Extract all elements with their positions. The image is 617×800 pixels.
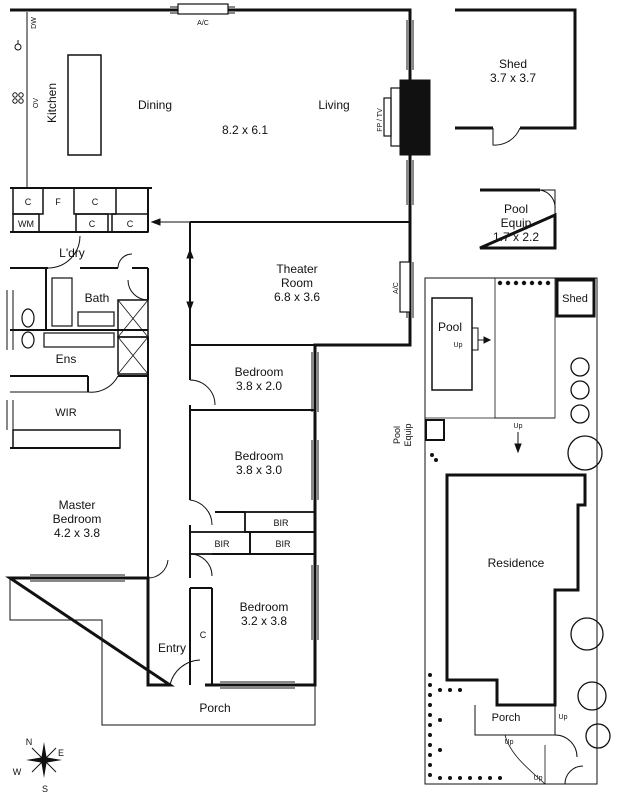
room-labels: Dining Living 8.2 x 6.1 Kitchen DW OV FP…: [18, 17, 400, 715]
label-cupboard: C: [200, 630, 207, 640]
compass-s: S: [42, 784, 48, 794]
site-label-equip-vert: Equip: [403, 423, 413, 446]
site-label-up: Up: [514, 423, 523, 430]
site-boundary: [424, 277, 598, 785]
windows: [6, 6, 414, 689]
label-main-size: 8.2 x 6.1: [222, 123, 268, 137]
tree-icon: [570, 404, 590, 424]
residence-footprint: [445, 473, 587, 707]
label-dw: DW: [31, 17, 38, 29]
label-cupboard: C: [127, 219, 134, 229]
tree-icon: [570, 380, 590, 400]
stove-icon: [12, 92, 24, 104]
site-label-up: Up: [454, 342, 463, 349]
label-master-bedroom: Bedroom: [53, 512, 102, 526]
label-dining: Dining: [138, 98, 172, 112]
label-bedroom-1-size: 3.8 x 2.0: [236, 379, 282, 393]
ac-unit-top: [177, 3, 229, 15]
interior-walls: [10, 187, 410, 685]
compass-w: W: [13, 767, 22, 777]
tree-icon: [585, 723, 611, 749]
site-label-porch: Porch: [492, 712, 521, 724]
toilet-icon: [21, 308, 35, 328]
fireplace: [399, 79, 431, 156]
site-label-residence: Residence: [488, 556, 545, 570]
porch-outline: [9, 578, 316, 726]
label-pool-equip-size: 1.7 x 2.2: [493, 230, 539, 244]
doors: [47, 235, 216, 686]
label-ens: Ens: [56, 352, 77, 366]
compass: N E S W: [13, 737, 64, 794]
dimension-arrows: [150, 218, 194, 312]
bathtub: [51, 277, 73, 327]
site-path: [504, 734, 546, 785]
label-theater: Theater: [276, 262, 317, 276]
trees: [567, 357, 611, 749]
label-bedroom-3-size: 3.2 x 3.8: [241, 614, 287, 628]
label-fp-tv: FP / TV: [377, 108, 384, 132]
label-ac-top: A/C: [197, 20, 209, 27]
site-porch: [474, 705, 556, 736]
label-ac-theater: A/C: [393, 282, 400, 294]
site-label-pool: Pool: [438, 320, 462, 334]
label-kitchen: Kitchen: [45, 83, 59, 123]
tree-icon: [577, 681, 607, 711]
site-label-up: Up: [505, 739, 514, 746]
label-wir: WIR: [55, 407, 76, 419]
site-pool-equip: [425, 419, 445, 441]
ac-unit-theater: [399, 261, 411, 313]
compass-rose-icon: [26, 742, 62, 778]
pool-equip-building: Pool Equip 1.7 x 2.2: [479, 188, 557, 250]
label-theater-room: Room: [281, 276, 313, 290]
site-label-up: Up: [559, 714, 568, 721]
label-pool: Pool: [504, 202, 528, 216]
label-living: Living: [318, 98, 349, 112]
kitchen-island: [67, 54, 102, 156]
label-theater-size: 6.8 x 3.6: [274, 290, 320, 304]
bath-vanity: [77, 311, 115, 327]
site-shed: [555, 278, 596, 318]
site-label-up: Up: [534, 775, 543, 782]
wir-shelf: [12, 429, 121, 449]
site-label-pool-vert: Pool: [392, 426, 402, 444]
label-bir: BIR: [273, 518, 289, 528]
site-plan: Pool Up Shed Up Pool Equip Residence Por…: [392, 277, 611, 785]
label-bir: BIR: [275, 539, 291, 549]
label-wm: WM: [18, 219, 34, 229]
label-cupboard: C: [89, 219, 96, 229]
label-bedroom-1: Bedroom: [235, 365, 284, 379]
label-fridge: F: [55, 197, 61, 207]
label-entry: Entry: [158, 641, 186, 655]
label-cupboard: C: [25, 197, 32, 207]
label-cupboard: C: [92, 197, 99, 207]
compass-n: N: [26, 737, 33, 747]
label-master-size: 4.2 x 3.8: [54, 526, 100, 540]
label-bir: BIR: [214, 539, 230, 549]
site-label-shed: Shed: [562, 293, 588, 305]
label-master: Master: [59, 498, 96, 512]
tree-icon: [570, 357, 590, 377]
label-shed: Shed: [499, 57, 527, 71]
tree-icon: [567, 435, 603, 471]
hedge: [428, 280, 551, 780]
label-porch: Porch: [199, 701, 230, 715]
pool-basin: [431, 297, 473, 391]
label-bedroom-2: Bedroom: [235, 449, 284, 463]
label-ov: OV: [33, 98, 40, 108]
label-shed-size: 3.7 x 3.7: [490, 71, 536, 85]
label-bedroom-3: Bedroom: [240, 600, 289, 614]
label-bath: Bath: [85, 291, 110, 305]
shed-building: Shed 3.7 x 3.7: [455, 8, 577, 146]
main-house: [5, 3, 431, 726]
label-bedroom-2-size: 3.8 x 3.0: [236, 463, 282, 477]
tree-icon: [570, 617, 604, 651]
tap-icon: [14, 40, 22, 51]
toilet-icon: [21, 331, 35, 349]
label-laundry: L'dry: [59, 246, 85, 260]
ens-vanity: [43, 332, 115, 348]
pool-deck: [494, 277, 556, 419]
label-equip: Equip: [501, 216, 532, 230]
compass-e: E: [58, 748, 64, 758]
